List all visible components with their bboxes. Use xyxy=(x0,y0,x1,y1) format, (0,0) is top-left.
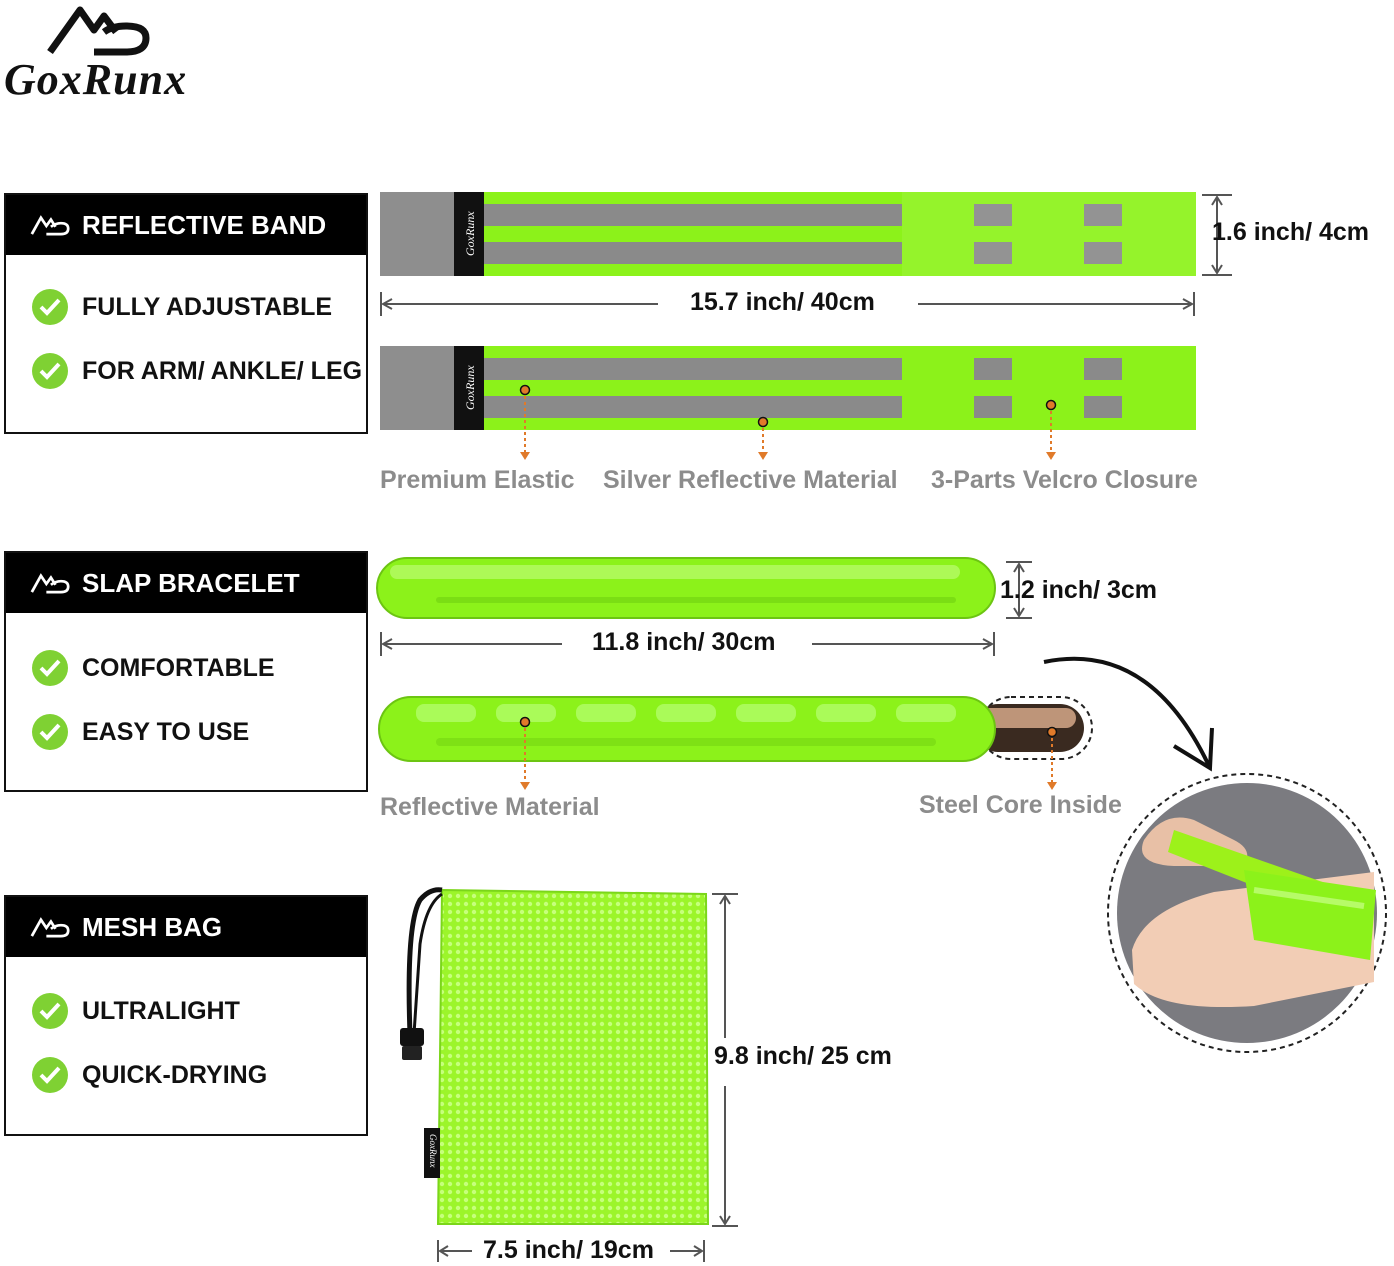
callout-steel-core: Steel Core Inside xyxy=(919,791,1122,819)
mesh-bag-panel: MESH BAG ULTRALIGHT QUICK-DRYING xyxy=(4,895,368,1136)
arrow-icon xyxy=(1043,656,1214,772)
brand-logo-icon xyxy=(30,917,70,938)
slap-bracelet-panel: SLAP BRACELET COMFORTABLE EASY TO USE xyxy=(4,551,368,792)
feature-item: FULLY ADJUSTABLE xyxy=(32,289,332,325)
check-icon xyxy=(32,353,68,389)
section-title: MESH BAG xyxy=(82,911,223,942)
band-length-label: 15.7 inch/ 40cm xyxy=(690,288,875,316)
panel-header: SLAP BRACELET xyxy=(6,553,366,613)
reflective-band-detail-image: GoxRunx xyxy=(380,346,1196,430)
section-title: SLAP BRACELET xyxy=(82,567,300,598)
brand-logo-icon xyxy=(47,6,150,56)
check-icon xyxy=(32,714,68,750)
panel-header: REFLECTIVE BAND xyxy=(6,195,366,255)
band-callout-pointers xyxy=(519,384,1057,460)
feature-label: QUICK-DRYING xyxy=(82,1060,268,1089)
feature-label: EASY TO USE xyxy=(82,717,250,746)
bag-height-label: 9.8 inch/ 25 cm xyxy=(714,1042,892,1070)
svg-text:GoxRunx: GoxRunx xyxy=(463,211,477,256)
feature-item: QUICK-DRYING xyxy=(32,1057,267,1093)
check-icon xyxy=(32,993,68,1029)
section-title: REFLECTIVE BAND xyxy=(82,209,327,240)
reflective-band-image: GoxRunx xyxy=(380,192,1196,276)
slap-height-label: 1.2 inch/ 3cm xyxy=(1000,576,1158,604)
band-height-label: 1.6 inch/ 4cm xyxy=(1212,218,1370,246)
feature-item: EASY TO USE xyxy=(32,714,249,750)
bag-width-dimension xyxy=(437,1240,705,1262)
callout-silver-reflective: Silver Reflective Material xyxy=(603,466,898,494)
check-icon xyxy=(32,1057,68,1093)
wrist-usage-photo xyxy=(1107,773,1387,1053)
reflective-band-panel: REFLECTIVE BAND FULLY ADJUSTABLE FOR ARM… xyxy=(4,193,368,434)
brand-name: GoxRunx xyxy=(4,55,188,104)
callout-reflective-material: Reflective Material xyxy=(380,793,600,821)
slap-length-dimension xyxy=(380,632,995,656)
feature-item: COMFORTABLE xyxy=(32,650,275,686)
callout-premium-elastic: Premium Elastic xyxy=(380,466,575,494)
check-icon xyxy=(32,650,68,686)
feature-label: FULLY ADJUSTABLE xyxy=(82,292,333,321)
mesh-bag-image: GoxRunx xyxy=(400,887,710,1225)
band-length-dimension xyxy=(380,292,1195,316)
bag-width-label: 7.5 inch/ 19cm xyxy=(483,1236,654,1264)
svg-text:GoxRunx: GoxRunx xyxy=(463,365,477,410)
feature-label: COMFORTABLE xyxy=(82,653,275,682)
feature-label: ULTRALIGHT xyxy=(82,996,240,1025)
feature-label: FOR ARM/ ANKLE/ LEG xyxy=(82,356,363,385)
slap-callout-pointers xyxy=(519,716,1058,790)
slap-bracelet-image xyxy=(376,557,996,619)
bag-height-dimension xyxy=(712,893,738,1227)
slap-length-label: 11.8 inch/ 30cm xyxy=(592,628,776,656)
slap-height-dimension xyxy=(1006,561,1032,619)
feature-item: FOR ARM/ ANKLE/ LEG xyxy=(32,353,362,389)
panel-header: MESH BAG xyxy=(6,897,366,957)
band-height-dimension xyxy=(1202,194,1232,276)
brand-logo-icon xyxy=(30,215,70,236)
svg-text:GoxRunx: GoxRunx xyxy=(428,1134,438,1168)
feature-item: ULTRALIGHT xyxy=(32,993,240,1029)
callout-velcro-closure: 3-Parts Velcro Closure xyxy=(931,466,1198,494)
check-icon xyxy=(32,289,68,325)
slap-bracelet-detail-image xyxy=(378,696,1093,762)
brand-logo-icon xyxy=(30,573,70,594)
